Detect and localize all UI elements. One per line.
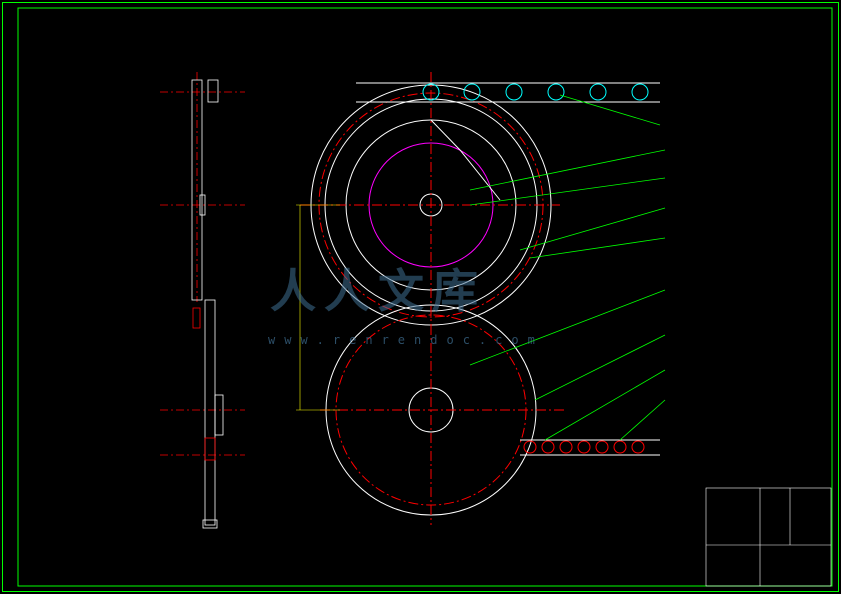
title-block bbox=[705, 487, 832, 587]
inner-border bbox=[17, 7, 833, 587]
bottom-chain bbox=[520, 439, 660, 456]
dimension-lines bbox=[296, 204, 340, 411]
watermark-url: www.renrendoc.com bbox=[268, 333, 544, 347]
leader-lines bbox=[469, 94, 666, 441]
watermark: 人人文库 bbox=[270, 264, 486, 318]
top-chain bbox=[356, 82, 660, 103]
side-view bbox=[160, 72, 245, 529]
